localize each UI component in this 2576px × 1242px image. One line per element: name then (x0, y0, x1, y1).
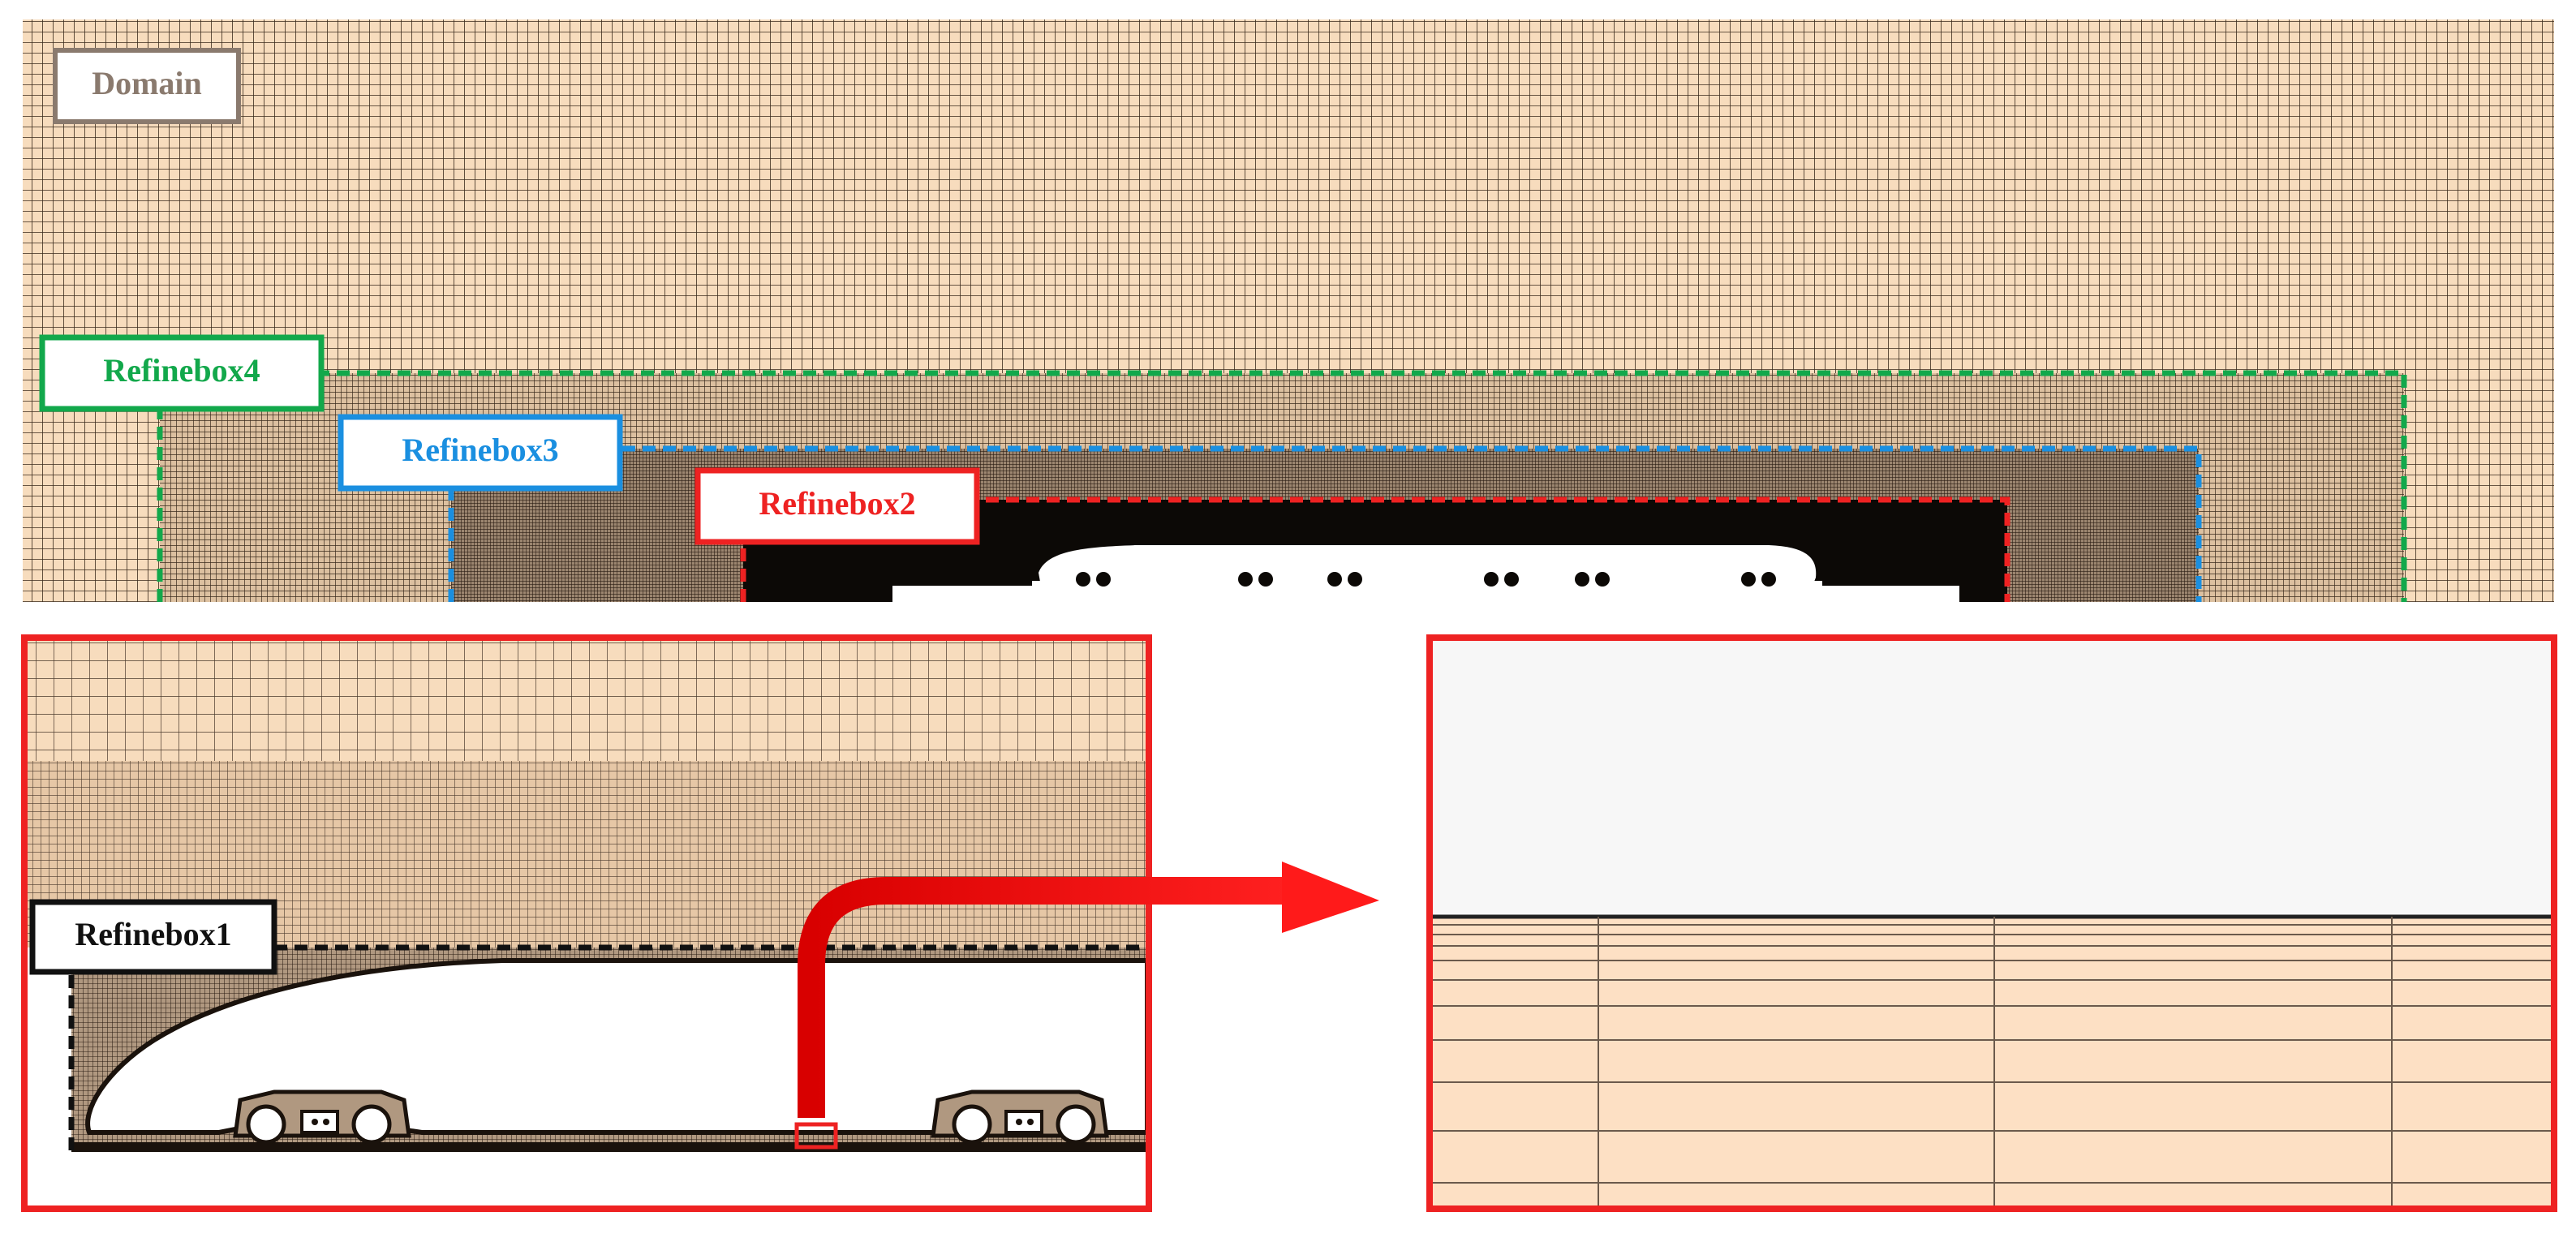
refinebox2-label: Refinebox2 (759, 485, 915, 522)
near-wall-mesh (1431, 917, 2552, 1207)
wall-zoom-frame (1426, 634, 2557, 1212)
refinebox1-label: Refinebox1 (75, 916, 231, 952)
wall-zoom-panel (1426, 634, 2557, 1212)
ground-area (26, 1150, 1147, 1207)
refinebox4-label: Refinebox4 (103, 352, 260, 389)
refinebox2-label-box: Refinebox2 (695, 467, 980, 545)
refinebox3-outline (448, 445, 2202, 602)
refinebox4-label-box: Refinebox4 (39, 334, 325, 412)
refinebox4-outline (157, 370, 2407, 602)
refinebox2-outline (740, 496, 2010, 602)
refinebox1-label-box: Refinebox1 (29, 899, 277, 975)
bogie-front (233, 1089, 411, 1145)
domain-label: Domain (92, 65, 202, 101)
train-silhouette-domain (892, 545, 1959, 602)
zoom-mesh-coarse (26, 639, 1147, 761)
bogie-rear (931, 1089, 1109, 1145)
nose-zoom-panel: Refinebox1 (21, 634, 1152, 1212)
near-wall-grid (1431, 917, 2552, 1207)
solid-region (1431, 639, 2552, 917)
domain-label-box: Domain (53, 48, 241, 124)
domain-panel: Domain Refinebox4 Refinebox3 Refinebox2 (23, 19, 2554, 602)
nose-zoom-frame (21, 634, 1152, 1212)
zoom-source-marker (794, 1122, 838, 1150)
zoom-arrow (798, 862, 1379, 1118)
refinebox3-label-box: Refinebox3 (338, 414, 623, 492)
refinebox3-label: Refinebox3 (402, 432, 558, 468)
train-body-zoom (85, 958, 1147, 1135)
